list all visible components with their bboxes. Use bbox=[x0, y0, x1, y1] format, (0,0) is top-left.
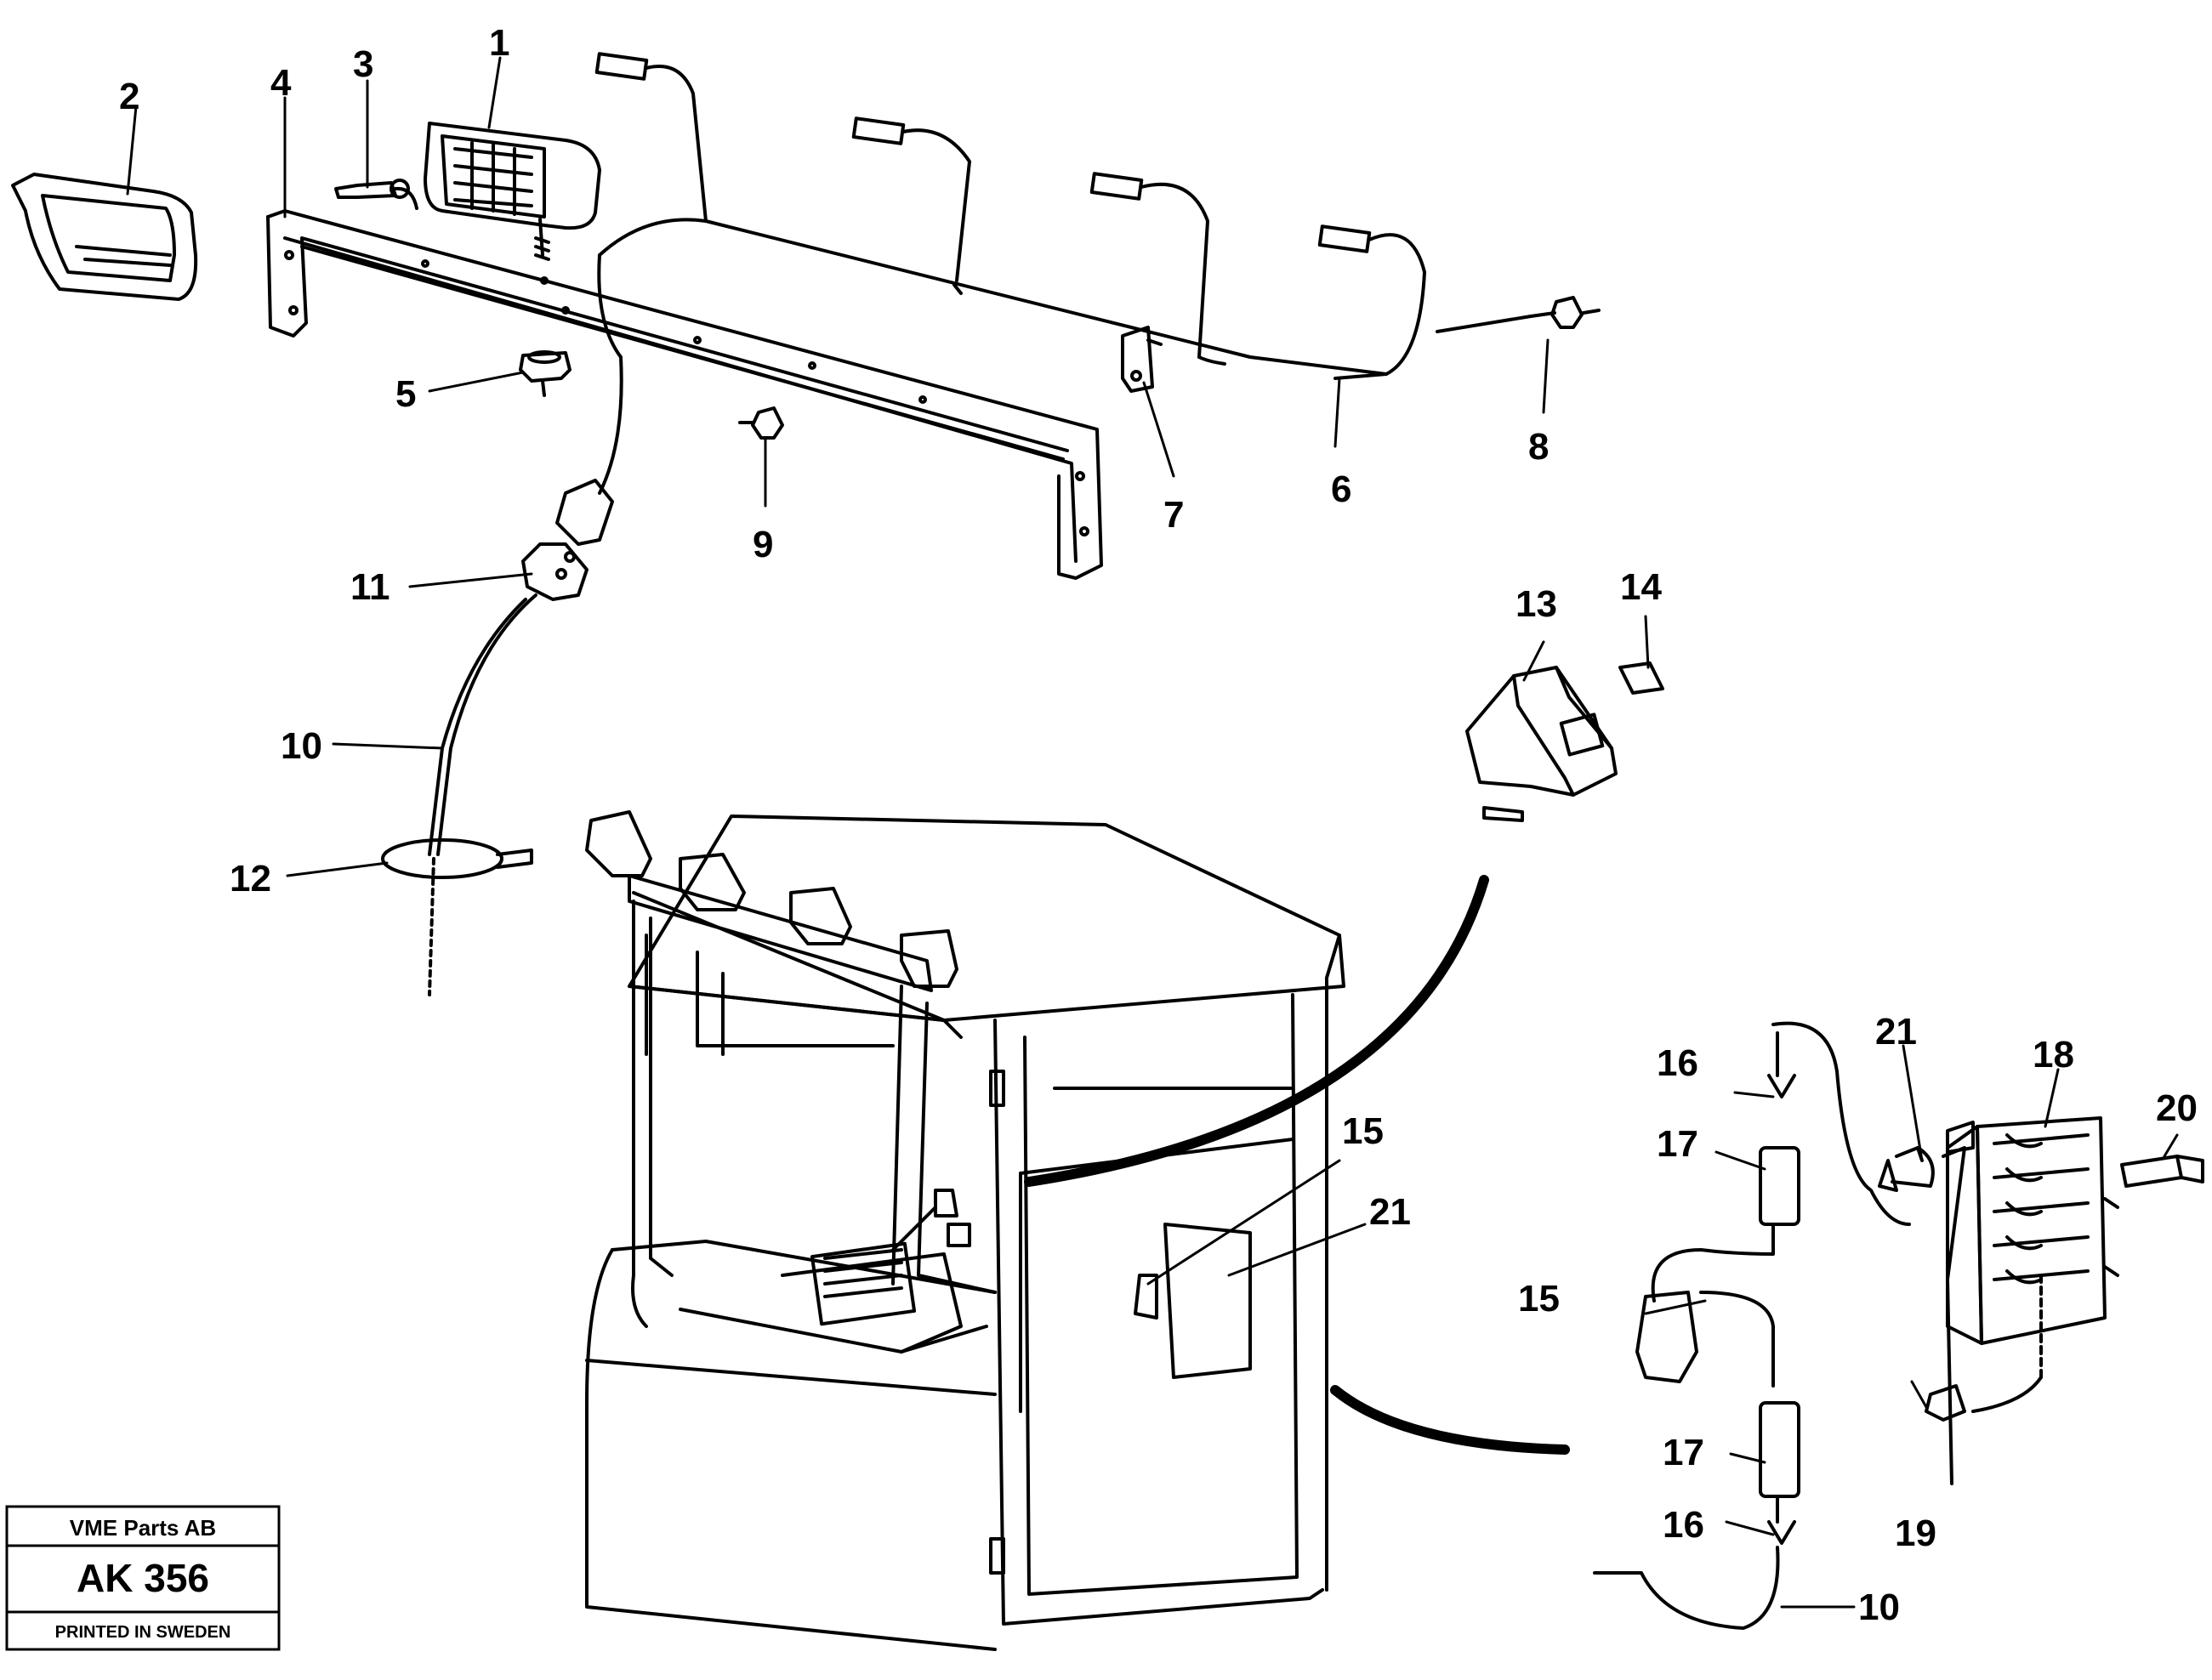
bulb-part bbox=[334, 179, 418, 210]
label-17-bottom: 17 bbox=[1663, 1432, 1704, 1473]
label-3: 3 bbox=[353, 43, 373, 85]
main-cable-2 bbox=[1330, 1385, 1570, 1455]
cable-tie-part bbox=[381, 838, 533, 879]
label-7: 7 bbox=[1163, 494, 1184, 536]
cable-part bbox=[428, 593, 537, 996]
label-2: 2 bbox=[119, 76, 139, 117]
mounting-bar-part bbox=[266, 209, 1103, 580]
label-8: 8 bbox=[1528, 426, 1549, 468]
fuse-assembly bbox=[1593, 1021, 2204, 1630]
clip-part-14 bbox=[1618, 661, 1664, 695]
stamp-company: VME Parts AB bbox=[70, 1515, 216, 1541]
label-11: 11 bbox=[350, 566, 390, 608]
label-19: 19 bbox=[1895, 1513, 1936, 1554]
label-9: 9 bbox=[753, 524, 773, 565]
label-12: 12 bbox=[230, 858, 271, 900]
stamp-code: AK 356 bbox=[77, 1556, 209, 1600]
label-18: 18 bbox=[2033, 1034, 2074, 1076]
label-10: 10 bbox=[281, 725, 322, 767]
cab-light-bar bbox=[585, 810, 958, 992]
label-6: 6 bbox=[1331, 468, 1351, 510]
label-20: 20 bbox=[2156, 1087, 2198, 1129]
label-16-bottom: 16 bbox=[1663, 1504, 1704, 1546]
main-cable bbox=[1024, 875, 1489, 1187]
nut-part-9 bbox=[738, 406, 784, 440]
work-lamp-part bbox=[424, 122, 601, 261]
label-21-right: 21 bbox=[1875, 1011, 1917, 1053]
label-4: 4 bbox=[270, 62, 292, 104]
label-5: 5 bbox=[395, 373, 416, 415]
switch-part bbox=[1465, 666, 1618, 822]
harness-part bbox=[594, 52, 1532, 495]
stamp-printed: PRINTED IN SWEDEN bbox=[55, 1623, 231, 1642]
part-labels: 2 4 3 1 5 6 7 8 9 11 10 12 13 14 15 21 1… bbox=[119, 22, 2198, 1628]
label-13: 13 bbox=[1515, 583, 1557, 625]
label-16-top: 16 bbox=[1657, 1042, 1698, 1084]
label-17-top: 17 bbox=[1657, 1123, 1698, 1165]
nut-part bbox=[519, 350, 571, 397]
label-14: 14 bbox=[1620, 566, 1662, 608]
label-15-top: 15 bbox=[1342, 1110, 1384, 1152]
label-10-bottom: 10 bbox=[1858, 1586, 1900, 1628]
cab bbox=[585, 814, 1345, 1651]
lamp-frame-part bbox=[11, 173, 198, 301]
label-15-right: 15 bbox=[1518, 1278, 1560, 1320]
stamp: VME Parts AB AK 356 PRINTED IN SWEDEN bbox=[5, 1505, 281, 1651]
clip-part bbox=[1121, 326, 1163, 393]
label-21-mid: 21 bbox=[1369, 1191, 1411, 1233]
connector-part bbox=[521, 479, 614, 601]
screw-part bbox=[1529, 296, 1601, 329]
leader-lines bbox=[126, 56, 2179, 1609]
label-1: 1 bbox=[489, 22, 509, 64]
